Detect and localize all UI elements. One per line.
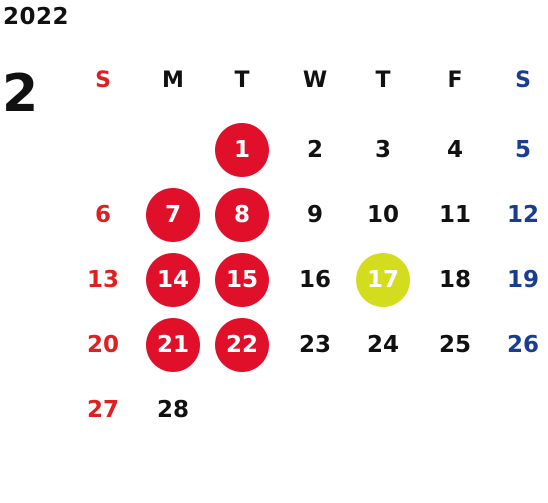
day-21[interactable]: 21	[146, 318, 200, 372]
day-28[interactable]: 28	[156, 396, 189, 423]
day-27[interactable]: 27	[86, 396, 119, 423]
weekday-header-5: F	[447, 68, 463, 93]
day-13[interactable]: 13	[86, 266, 119, 293]
year-label: 2022	[3, 4, 70, 30]
day-25[interactable]: 25	[438, 331, 471, 358]
weekday-header-4: T	[375, 68, 391, 93]
day-4[interactable]: 4	[446, 136, 463, 163]
month-label: 2	[2, 64, 39, 124]
day-20[interactable]: 20	[86, 331, 119, 358]
day-12[interactable]: 12	[506, 201, 539, 228]
weekday-header-6: S	[515, 68, 531, 93]
day-11[interactable]: 11	[438, 201, 471, 228]
day-22[interactable]: 22	[215, 318, 269, 372]
day-18[interactable]: 18	[438, 266, 471, 293]
day-10[interactable]: 10	[366, 201, 399, 228]
day-23[interactable]: 23	[298, 331, 331, 358]
weekday-header-1: M	[162, 68, 184, 93]
day-5[interactable]: 5	[514, 136, 531, 163]
day-17[interactable]: 17	[356, 253, 410, 307]
day-15[interactable]: 15	[215, 253, 269, 307]
day-16[interactable]: 16	[298, 266, 331, 293]
weekday-header-2: T	[234, 68, 250, 93]
day-7[interactable]: 7	[146, 188, 200, 242]
day-8[interactable]: 8	[215, 188, 269, 242]
day-1[interactable]: 1	[215, 123, 269, 177]
day-9[interactable]: 9	[306, 201, 323, 228]
day-14[interactable]: 14	[146, 253, 200, 307]
day-24[interactable]: 24	[366, 331, 399, 358]
day-2[interactable]: 2	[306, 136, 323, 163]
weekday-header-0: S	[95, 68, 111, 93]
day-6[interactable]: 6	[94, 201, 111, 228]
day-19[interactable]: 19	[506, 266, 539, 293]
day-3[interactable]: 3	[374, 136, 391, 163]
weekday-header-3: W	[302, 68, 328, 93]
day-26[interactable]: 26	[506, 331, 539, 358]
